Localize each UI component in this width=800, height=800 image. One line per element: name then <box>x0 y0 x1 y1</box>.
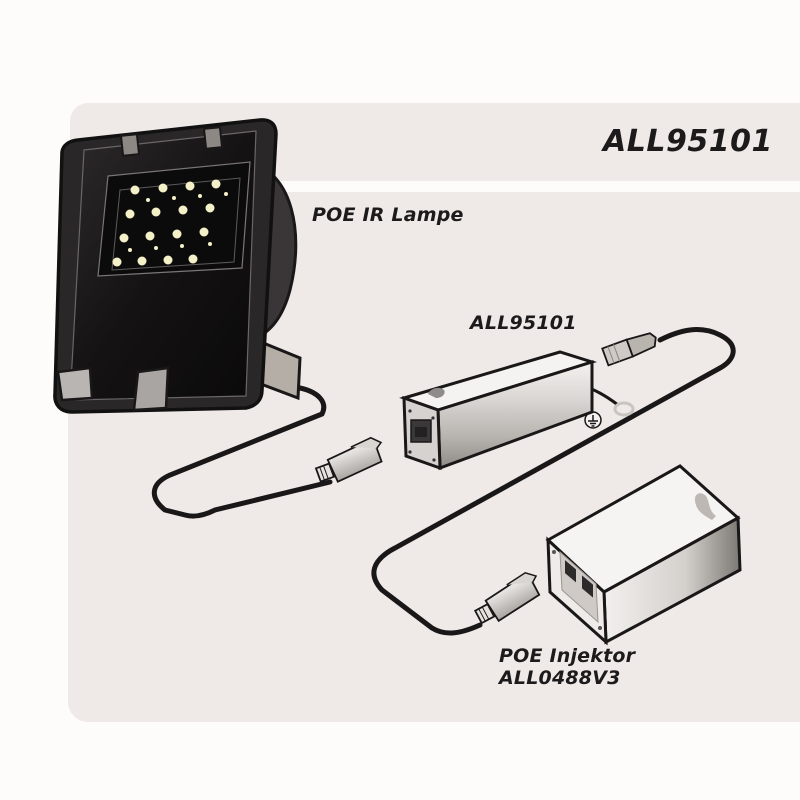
lamp-foot <box>132 366 170 412</box>
diagram-title: ALL95101 <box>603 124 773 159</box>
injector-label-line1: POE Injektor <box>499 645 636 667</box>
cable-adapter-to-injector <box>371 327 736 636</box>
injector-label: POE Injektor ALL0488V3 <box>499 645 635 689</box>
lamp-clip <box>202 126 224 150</box>
brand-logo <box>428 387 445 398</box>
lamp-foot <box>56 366 94 402</box>
brand-logo <box>694 493 716 520</box>
injector-label-line2: ALL0488V3 <box>499 667 621 689</box>
rj45-port <box>582 575 593 598</box>
poe-adapter <box>399 350 598 471</box>
ground-icon <box>584 411 602 429</box>
rj45-plug-lamp-side <box>314 436 383 483</box>
ir-lamp <box>53 118 302 414</box>
led-array <box>112 179 228 267</box>
lamp-label: POE IR Lampe <box>312 204 464 226</box>
rj45-plug-injector-side <box>473 571 541 625</box>
lamp-clip <box>119 133 141 157</box>
rj45-plug-back <box>601 332 657 367</box>
rj45-port <box>565 560 576 583</box>
ground-ring <box>613 401 635 417</box>
poe-injector <box>545 464 742 646</box>
adapter-label: ALL95101 <box>470 312 577 334</box>
cable-lamp-to-adapter <box>151 385 333 519</box>
